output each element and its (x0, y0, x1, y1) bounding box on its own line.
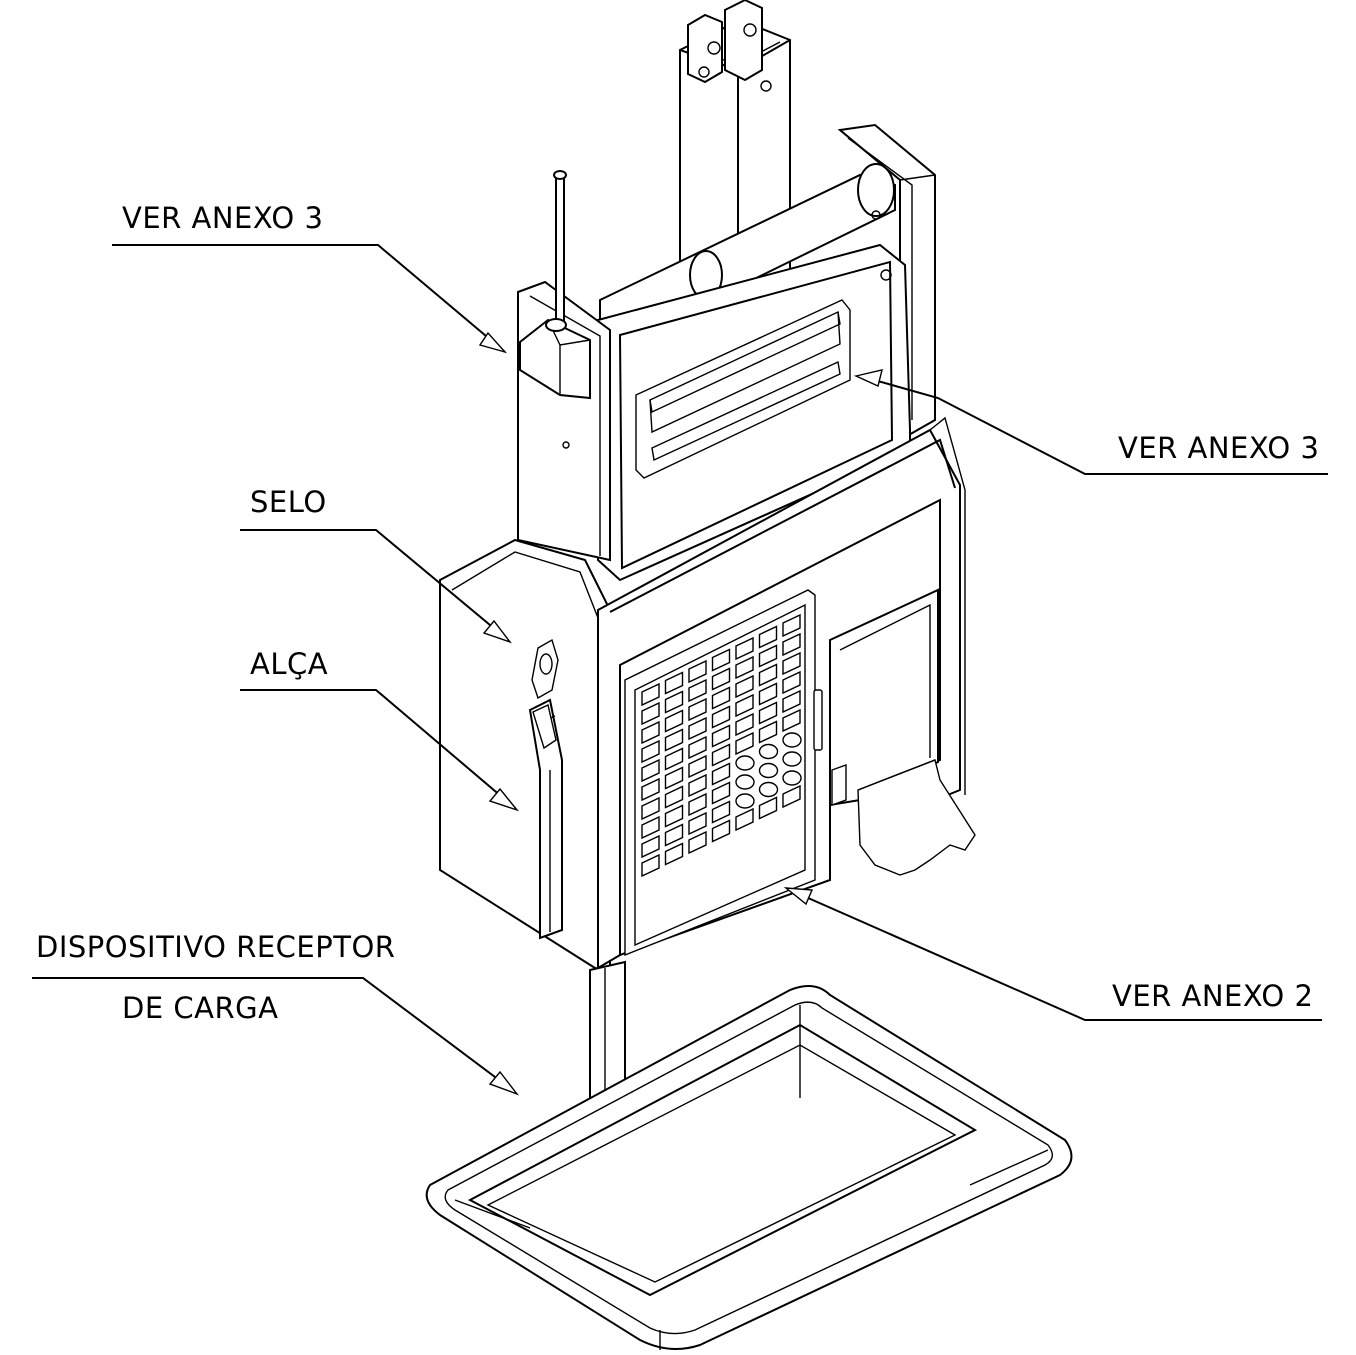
keypad-key (782, 751, 802, 767)
keypad-key (688, 792, 707, 817)
keypad-key (758, 781, 779, 798)
keypad-key (664, 766, 684, 790)
display-housing (597, 243, 911, 582)
keypad-key (711, 800, 731, 824)
keypad-key (688, 811, 707, 836)
keypad-key (641, 720, 660, 745)
keypad-key (664, 823, 684, 847)
keypad-key (735, 774, 755, 790)
keypad-key (758, 682, 778, 706)
keypad-key (664, 690, 684, 714)
keypad-key (735, 731, 754, 756)
keypad-key (711, 705, 731, 729)
keypad-key (735, 755, 755, 771)
keypad-key (641, 701, 660, 726)
printer-door (813, 588, 976, 876)
keypad-key (641, 739, 660, 764)
keypad-key (641, 758, 660, 783)
callout-alca: ALÇA (250, 647, 328, 681)
seal (531, 638, 559, 700)
callout-ver-anexo-3-left: VER ANEXO 3 (122, 201, 323, 235)
keypad-key (641, 682, 660, 707)
keypad-key (782, 770, 802, 786)
keypad-key (641, 777, 660, 802)
callout-selo: SELO (250, 485, 327, 519)
keypad-key (735, 693, 754, 718)
keypad-key (758, 762, 779, 779)
keypad-key (782, 732, 802, 748)
keypad-key (711, 819, 731, 843)
keypad-key (758, 743, 779, 760)
keypad-key (735, 712, 754, 737)
keypad-keys (641, 613, 802, 878)
keypad-key (711, 686, 731, 710)
keypad-key (711, 781, 731, 805)
handle (528, 698, 563, 940)
keypad-key (782, 689, 801, 714)
keypad-key (664, 671, 684, 695)
keypad-key (711, 667, 731, 691)
callout-dispositivo-line1: DISPOSITIVO RECEPTOR (36, 930, 395, 964)
roller-bar (599, 163, 896, 337)
keypad-key (688, 697, 707, 722)
keypad-key (782, 670, 801, 695)
keypad-key (735, 636, 754, 661)
keypad-key (782, 632, 801, 657)
keypad-key (711, 648, 731, 672)
keypad-key (688, 754, 707, 779)
keypad-key (758, 720, 778, 744)
rear-frame (837, 123, 936, 442)
keypad-key (664, 728, 684, 752)
keypad-key (758, 701, 778, 725)
keypad-key (641, 796, 660, 821)
keypad-key (758, 663, 778, 687)
left-column (517, 170, 611, 562)
keypad-key (758, 796, 778, 820)
keypad-key (758, 625, 778, 649)
keypad-key (664, 804, 684, 828)
keypad-key (688, 830, 707, 855)
keypad-key (688, 716, 707, 741)
keypad-key (735, 655, 754, 680)
keypad (624, 589, 816, 957)
keypad-key (641, 834, 660, 859)
keypad-key (782, 651, 801, 676)
keypad-key (688, 773, 707, 798)
keypad-key (758, 644, 778, 668)
keypad-key (688, 678, 707, 703)
keypad-key (641, 815, 660, 840)
keypad-key (782, 613, 801, 638)
keypad-key (688, 735, 707, 760)
callout-ver-anexo-3-right: VER ANEXO 3 (1118, 431, 1319, 465)
keypad-key (735, 807, 754, 832)
keypad-key (782, 708, 801, 733)
leader-lines (32, 244, 1328, 1096)
keypad-key (664, 709, 684, 733)
keypad-key (711, 762, 731, 786)
keypad-key (711, 724, 731, 748)
callout-ver-anexo-2: VER ANEXO 2 (1112, 979, 1313, 1013)
keypad-key (664, 747, 684, 771)
load-receptor-tray (425, 985, 1073, 1350)
keypad-key (711, 743, 731, 767)
keypad-key (735, 793, 755, 809)
keypad-key (782, 784, 801, 809)
keypad-key (641, 853, 660, 878)
keypad-key (735, 674, 754, 699)
keypad-key (664, 842, 684, 866)
callout-dispositivo-line2: DE CARGA (122, 991, 278, 1025)
keypad-key (664, 785, 684, 809)
keypad-key (688, 659, 707, 684)
